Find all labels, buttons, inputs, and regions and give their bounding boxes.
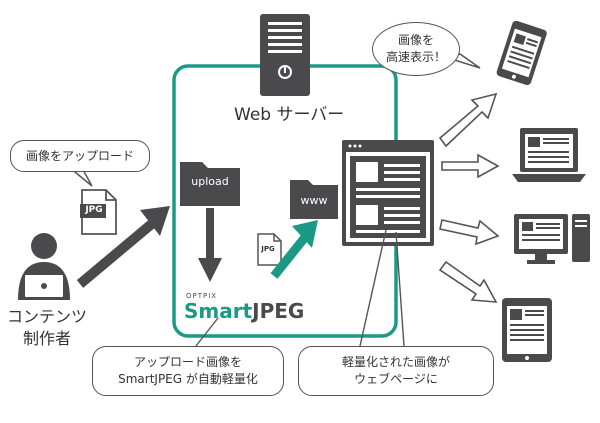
smartphone-icon	[496, 20, 547, 86]
creator-label-line2: 制作者	[22, 329, 71, 348]
callout-pointers	[195, 229, 405, 347]
callout-left-line2: SmartJPEG が自動軽量化	[118, 372, 258, 386]
product-name-smart: Smart	[184, 299, 253, 323]
creator-person-icon	[18, 233, 70, 300]
product-name-jpeg: JPEG	[252, 299, 305, 323]
tablet-icon	[502, 298, 552, 362]
upload-bubble-text: 画像をアップロード	[25, 148, 134, 163]
speed-bubble: 画像を 高速表示！	[372, 22, 460, 76]
speed-bubble-line1: 画像を	[397, 33, 434, 47]
creator-label-line1: コンテンツ	[6, 307, 87, 326]
teal-arrow	[270, 220, 318, 279]
laptop-icon	[512, 128, 586, 182]
server-tower-icon	[260, 14, 310, 96]
upload-bubble: 画像をアップロード	[10, 140, 150, 172]
jpg-file-icon-large	[80, 189, 117, 235]
server-label: Web サーバー	[234, 105, 345, 125]
www-folder-label: www	[300, 194, 328, 207]
jpg-label-large: JPG	[85, 205, 103, 215]
product-brand: OPTPIX	[186, 292, 218, 300]
desktop-icon	[514, 214, 590, 264]
speed-bubble-line2: 高速表示！	[385, 50, 446, 64]
www-folder-icon	[290, 180, 338, 219]
jpg-file-icon-small	[257, 233, 282, 266]
callout-right: 軽量化された画像が ウェブページに	[298, 346, 494, 396]
down-arrow	[198, 208, 222, 282]
webpage-window-icon	[342, 140, 434, 246]
upload-arrow	[76, 206, 170, 288]
jpg-label-small: JPG	[261, 245, 275, 253]
product-logo: SmartJPEG	[184, 299, 304, 323]
device-arrows	[438, 92, 500, 303]
callout-left: アップロード画像を SmartJPEG が自動軽量化	[92, 346, 284, 396]
creator-label: コンテンツ 制作者	[2, 306, 92, 350]
callout-left-line1: アップロード画像を	[133, 355, 242, 369]
upload-folder-label: upload	[191, 175, 229, 188]
callout-right-line1: 軽量化された画像が	[341, 355, 450, 369]
upload-folder-icon	[180, 162, 240, 206]
callout-right-line2: ウェブページに	[354, 372, 438, 386]
